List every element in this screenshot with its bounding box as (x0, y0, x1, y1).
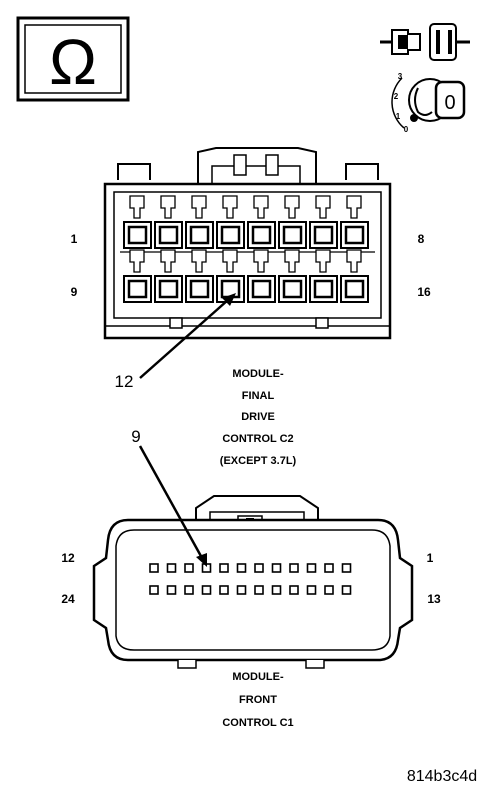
connector-c2 (103, 147, 392, 340)
c2-pin-cavity (340, 195, 369, 249)
c2-pin-cavity (154, 195, 183, 249)
c1-pin-label-24: 24 (61, 592, 75, 606)
c1-pin-cavity (324, 585, 334, 595)
c1-pin-cavity (201, 585, 212, 595)
c1-pin-cavity (236, 585, 247, 595)
c2-pin-cavity (278, 249, 307, 303)
c1-pin-cavity (254, 585, 264, 595)
c1-pin-cavity (219, 585, 229, 595)
connector-c1 (92, 495, 414, 669)
ignition-position-3: 3 (398, 72, 403, 81)
c1-pin-cavity (184, 563, 194, 573)
c1-pin-cavity (306, 585, 317, 595)
figure-id: 814b3c4d (407, 768, 477, 785)
c1-pin-cavity (184, 585, 194, 595)
c2-pin-cavity (309, 249, 338, 303)
c1-pin-cavity (289, 585, 299, 595)
c2-pin-label-9: 9 (71, 285, 78, 299)
c2-caption-line-5: (EXCEPT 3.7L) (220, 455, 297, 467)
ignition-position-2: 2 (394, 92, 399, 101)
c1-pin-cavity (219, 563, 229, 573)
ignition-off-icon: 3 2 1 0 0 (391, 72, 466, 134)
c2-callout-label: 12 (115, 372, 134, 391)
ignition-key-label: 0 (444, 92, 455, 114)
c2-pin-label-16: 16 (417, 285, 431, 299)
c1-pin-cavity (324, 563, 334, 573)
c2-pin-cavity (185, 249, 214, 303)
c2-callout-line (139, 299, 229, 379)
c2-pin-label-1: 1 (71, 232, 78, 246)
c2-caption-line-4: CONTROL C2 (222, 433, 293, 445)
c1-callout-line (138, 445, 204, 559)
c2-pin-cavity (154, 249, 183, 303)
c1-pin-cavity (149, 563, 159, 573)
c1-pin-cavity (254, 563, 264, 573)
c2-pin-grid (123, 195, 369, 303)
c1-pin-label-12: 12 (61, 551, 75, 565)
c2-pin-cavity (340, 249, 369, 303)
c1-pin-cavity (166, 585, 177, 595)
c1-pin-cavity (341, 585, 352, 595)
c1-pin-label-1: 1 (427, 551, 434, 565)
c1-pin-cavity (289, 563, 299, 573)
ignition-position-1: 1 (396, 112, 401, 121)
c2-pin-label-8: 8 (418, 232, 425, 246)
c2-pin-cavity (278, 195, 307, 249)
c2-caption-line-3: DRIVE (241, 411, 275, 423)
c2-pin-cavity (123, 195, 152, 249)
c2-pin-cavity (247, 249, 276, 303)
c1-pin-label-13: 13 (427, 592, 441, 606)
c1-pin-cavity (306, 563, 317, 573)
c1-callout-arrowhead (196, 553, 207, 567)
c2-callout-arrowhead (222, 293, 236, 306)
c1-pin-cavity (236, 563, 247, 573)
c2-caption-line-1: MODULE- (232, 368, 284, 380)
ignition-position-0: 0 (404, 125, 409, 134)
c2-pin-cavity (216, 195, 245, 249)
c1-pin-cavity (341, 563, 352, 573)
c1-caption-line-1: MODULE- (232, 671, 284, 683)
c2-pin-cavity (216, 249, 245, 303)
c1-pin-cavity (271, 563, 282, 573)
c1-caption-line-2: FRONT (239, 694, 277, 706)
ohm-symbol: Ω (49, 26, 97, 98)
c2-caption-line-2: FINAL (242, 390, 275, 402)
c2-pin-cavity (123, 249, 152, 303)
connector-disconnect-icon (380, 23, 470, 61)
c2-pin-cavity (309, 195, 338, 249)
c1-callout-label: 9 (131, 427, 140, 446)
c2-caption: MODULE- FINAL DRIVE CONTROL C2 (EXCEPT 3… (220, 368, 297, 467)
c1-pin-cavity (166, 563, 177, 573)
c1-caption-line-3: CONTROL C1 (222, 717, 293, 729)
c2-pin-cavity (185, 195, 214, 249)
c1-pin-cavity (149, 585, 159, 595)
c1-pin-cavity (271, 585, 282, 595)
c1-caption: MODULE- FRONT CONTROL C1 (222, 671, 293, 729)
ohm-icon: Ω (16, 16, 130, 102)
c2-pin-cavity (247, 195, 276, 249)
